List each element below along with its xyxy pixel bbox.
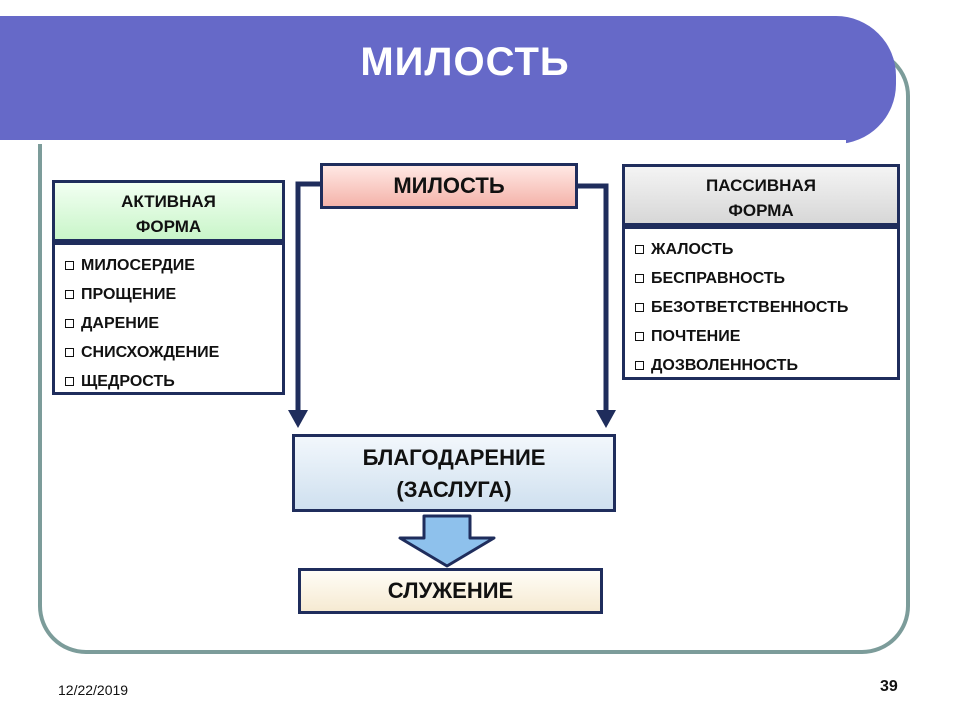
list-item: ЖАЛОСТЬ bbox=[635, 235, 848, 264]
down-block-arrow bbox=[398, 514, 496, 568]
right-connector bbox=[578, 183, 609, 418]
passive-form-header-line2: ФОРМА bbox=[728, 201, 794, 220]
list-item: ЩЕДРОСТЬ bbox=[65, 367, 219, 396]
active-form-list: МИЛОСЕРДИЕ ПРОЩЕНИЕ ДАРЕНИЕ СНИСХОЖДЕНИЕ… bbox=[52, 242, 285, 395]
list-item: ДОЗВОЛЕННОСТЬ bbox=[635, 351, 848, 380]
passive-form-header-line1: ПАССИВНАЯ bbox=[706, 176, 816, 195]
list-item: ПРОЩЕНИЕ bbox=[65, 280, 219, 309]
active-form-header-line1: АКТИВНАЯ bbox=[121, 192, 216, 211]
gratitude-box: БЛАГОДАРЕНИЕ (ЗАСЛУГА) bbox=[292, 434, 616, 512]
list-item: ПОЧТЕНИЕ bbox=[635, 322, 848, 351]
service-box: СЛУЖЕНИЕ bbox=[298, 568, 603, 614]
passive-form-header: ПАССИВНАЯ ФОРМА bbox=[622, 164, 900, 226]
list-item: СНИСХОЖДЕНИЕ bbox=[65, 338, 219, 367]
checkbox-bullet-icon bbox=[635, 245, 644, 254]
checkbox-bullet-icon bbox=[65, 377, 74, 386]
footer-date: 12/22/2019 bbox=[58, 682, 129, 698]
title-bar bbox=[0, 16, 896, 144]
title-rule bbox=[0, 140, 846, 144]
center-mercy-label: МИЛОСТЬ bbox=[393, 173, 505, 198]
left-connector bbox=[295, 181, 320, 418]
checkbox-bullet-icon bbox=[635, 361, 644, 370]
checkbox-bullet-icon bbox=[635, 303, 644, 312]
checkbox-bullet-icon bbox=[65, 261, 74, 270]
active-form-header: АКТИВНАЯ ФОРМА bbox=[52, 180, 285, 242]
left-arrowhead bbox=[288, 410, 308, 428]
checkbox-bullet-icon bbox=[65, 348, 74, 357]
list-item: МИЛОСЕРДИЕ bbox=[65, 251, 219, 280]
page-number: 39 bbox=[880, 678, 898, 695]
gratitude-line1: БЛАГОДАРЕНИЕ bbox=[362, 445, 546, 470]
list-item: ДАРЕНИЕ bbox=[65, 309, 219, 338]
slide-title: МИЛОСТЬ bbox=[360, 40, 570, 84]
checkbox-bullet-icon bbox=[635, 332, 644, 341]
list-item: БЕЗОТВЕТСТВЕННОСТЬ bbox=[635, 293, 848, 322]
list-item: БЕСПРАВНОСТЬ bbox=[635, 264, 848, 293]
checkbox-bullet-icon bbox=[65, 319, 74, 328]
right-arrowhead bbox=[596, 410, 616, 428]
center-mercy-box: МИЛОСТЬ bbox=[320, 163, 578, 209]
passive-form-list: ЖАЛОСТЬ БЕСПРАВНОСТЬ БЕЗОТВЕТСТВЕННОСТЬ … bbox=[622, 226, 900, 380]
checkbox-bullet-icon bbox=[635, 274, 644, 283]
service-label: СЛУЖЕНИЕ bbox=[387, 578, 514, 603]
gratitude-line2: (ЗАСЛУГА) bbox=[396, 477, 512, 502]
active-form-header-line2: ФОРМА bbox=[135, 217, 202, 236]
checkbox-bullet-icon bbox=[65, 290, 74, 299]
